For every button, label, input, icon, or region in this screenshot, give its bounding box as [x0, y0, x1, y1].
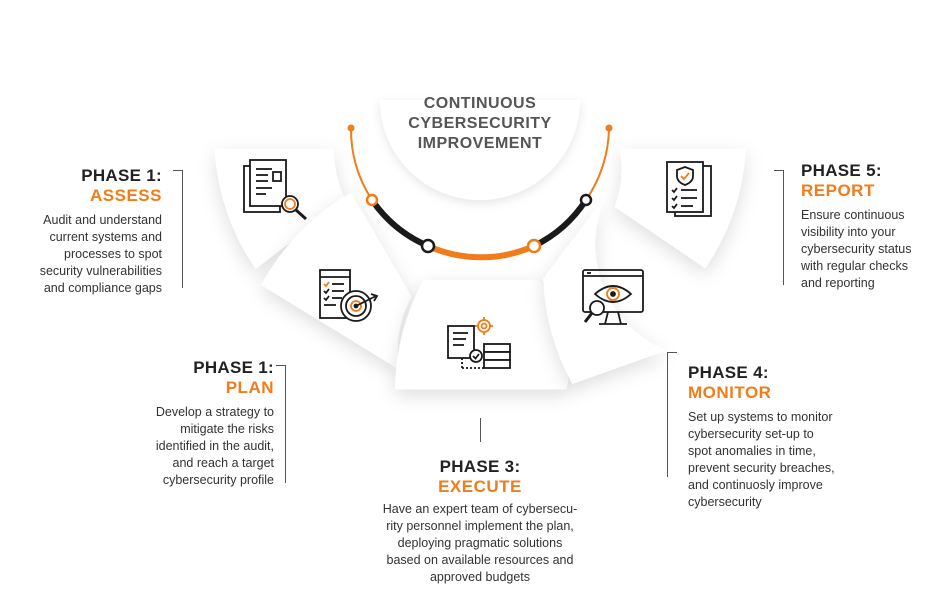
center-title-line2: CYBERSECURITY — [408, 115, 552, 132]
phase-execute-label: PHASE 3: — [439, 457, 521, 476]
monitor-eye-icon — [582, 269, 644, 325]
desc-line: approved budgets — [429, 570, 531, 584]
desc-line: rity personnel implement the plan, — [386, 519, 574, 533]
desc-line: Audit and understand — [43, 213, 162, 227]
phase-plan-name: PLAN — [225, 378, 274, 397]
shield-checklist-icon — [666, 161, 712, 217]
phase-report-label: PHASE 5: — [801, 161, 882, 180]
phase-report-name: REPORT — [801, 181, 875, 200]
phase-plan-label: PHASE 1: — [193, 358, 274, 377]
phase-plan-desc: Develop a strategy to mitigate the risks… — [104, 404, 274, 489]
bracket-monitor-top — [667, 352, 677, 353]
segment-plan — [261, 192, 412, 370]
desc-line: Develop a strategy to — [155, 405, 274, 419]
desc-line: visibility into your — [801, 225, 896, 239]
bracket-monitor — [667, 352, 668, 477]
desc-line: security vulnerabilities — [39, 264, 162, 278]
desc-line: current systems and — [49, 230, 162, 244]
phase-assess-desc: Audit and understand current systems and… — [0, 212, 162, 297]
desc-line: cybersecurity status — [801, 242, 912, 256]
arc-node-top-right — [605, 124, 613, 132]
phase-monitor-label: PHASE 4: — [688, 363, 769, 382]
bracket-plan — [285, 365, 286, 483]
bracket-report — [783, 170, 784, 285]
phase-report-desc: Ensure continuous visibility into your c… — [801, 207, 943, 292]
desc-line: processes to spot — [64, 247, 162, 261]
phase-assess-label: PHASE 1: — [81, 166, 162, 185]
phase-monitor-desc: Set up systems to monitor cybersecurity … — [688, 409, 878, 511]
arc-node-bottom-right — [526, 238, 542, 254]
phase-execute-desc: Have an expert team of cybersecu- rity p… — [355, 501, 605, 586]
arc-node-bottom-left — [420, 238, 436, 254]
desc-line: deploying pragmatic solutions — [397, 536, 563, 550]
bracket-assess — [182, 170, 183, 288]
desc-line: and reach a target — [172, 456, 274, 470]
arc-node-top-left — [347, 124, 355, 132]
arc-orange-bottom — [425, 243, 537, 261]
desc-line: Ensure continuous — [801, 208, 905, 222]
bracket-report-top — [774, 170, 784, 171]
phase-plan-block: PHASE 1: PLAN Develop a strategy to miti… — [104, 358, 274, 489]
segment-execute — [395, 280, 571, 390]
desc-line: cybersecurity set-up to — [688, 427, 814, 441]
center-title-line1: CONTINUOUS — [423, 95, 537, 112]
desc-line: mitigate the risks — [180, 422, 274, 436]
arc-node-left — [365, 193, 379, 207]
desc-line: Have an expert team of cybersecu- — [382, 502, 578, 516]
center-title-line3: IMPROVEMENT — [417, 135, 543, 152]
phase-monitor-name: MONITOR — [688, 383, 772, 402]
bracket-assess-top — [173, 170, 183, 171]
desc-line: and reporting — [801, 276, 875, 290]
phase-report-block: PHASE 5: REPORT Ensure continuous visibi… — [801, 161, 943, 292]
bracket-execute — [480, 418, 481, 442]
desc-line: spot anomalies in time, — [688, 444, 816, 458]
arc-node-right — [579, 193, 593, 207]
phase-assess-block: PHASE 1: ASSESS Audit and understand cur… — [0, 166, 162, 297]
desc-line: identified in the audit, — [155, 439, 274, 453]
phase-assess-name: ASSESS — [90, 186, 162, 205]
gear-document-server-icon — [447, 317, 511, 369]
desc-line: Set up systems to monitor — [688, 410, 833, 424]
phase-monitor-block: PHASE 4: MONITOR Set up systems to monit… — [688, 363, 878, 511]
arc-orange-left — [349, 127, 373, 201]
document-magnifier-icon — [243, 159, 308, 221]
desc-line: based on available resources and — [386, 553, 574, 567]
arc-black-left — [369, 197, 431, 249]
desc-line: with regular checks — [801, 259, 908, 273]
desc-line: cybersecurity — [688, 495, 762, 509]
center-title: CONTINUOUS CYBERSECURITY IMPROVEMENT — [380, 94, 580, 154]
desc-line: and continuosly improve — [688, 478, 823, 492]
arc-orange-right — [585, 127, 610, 201]
segment-monitor — [543, 194, 667, 384]
phase-execute-block: PHASE 3: EXECUTE Have an expert team of … — [355, 457, 605, 586]
phase-execute-name: EXECUTE — [438, 477, 522, 496]
desc-line: prevent security breaches, — [688, 461, 835, 475]
center-disc — [380, 100, 580, 200]
desc-line: and compliance gaps — [43, 281, 162, 295]
bracket-plan-top — [276, 365, 286, 366]
desc-line: cybersecurity profile — [162, 473, 274, 487]
checklist-target-icon — [319, 269, 379, 322]
